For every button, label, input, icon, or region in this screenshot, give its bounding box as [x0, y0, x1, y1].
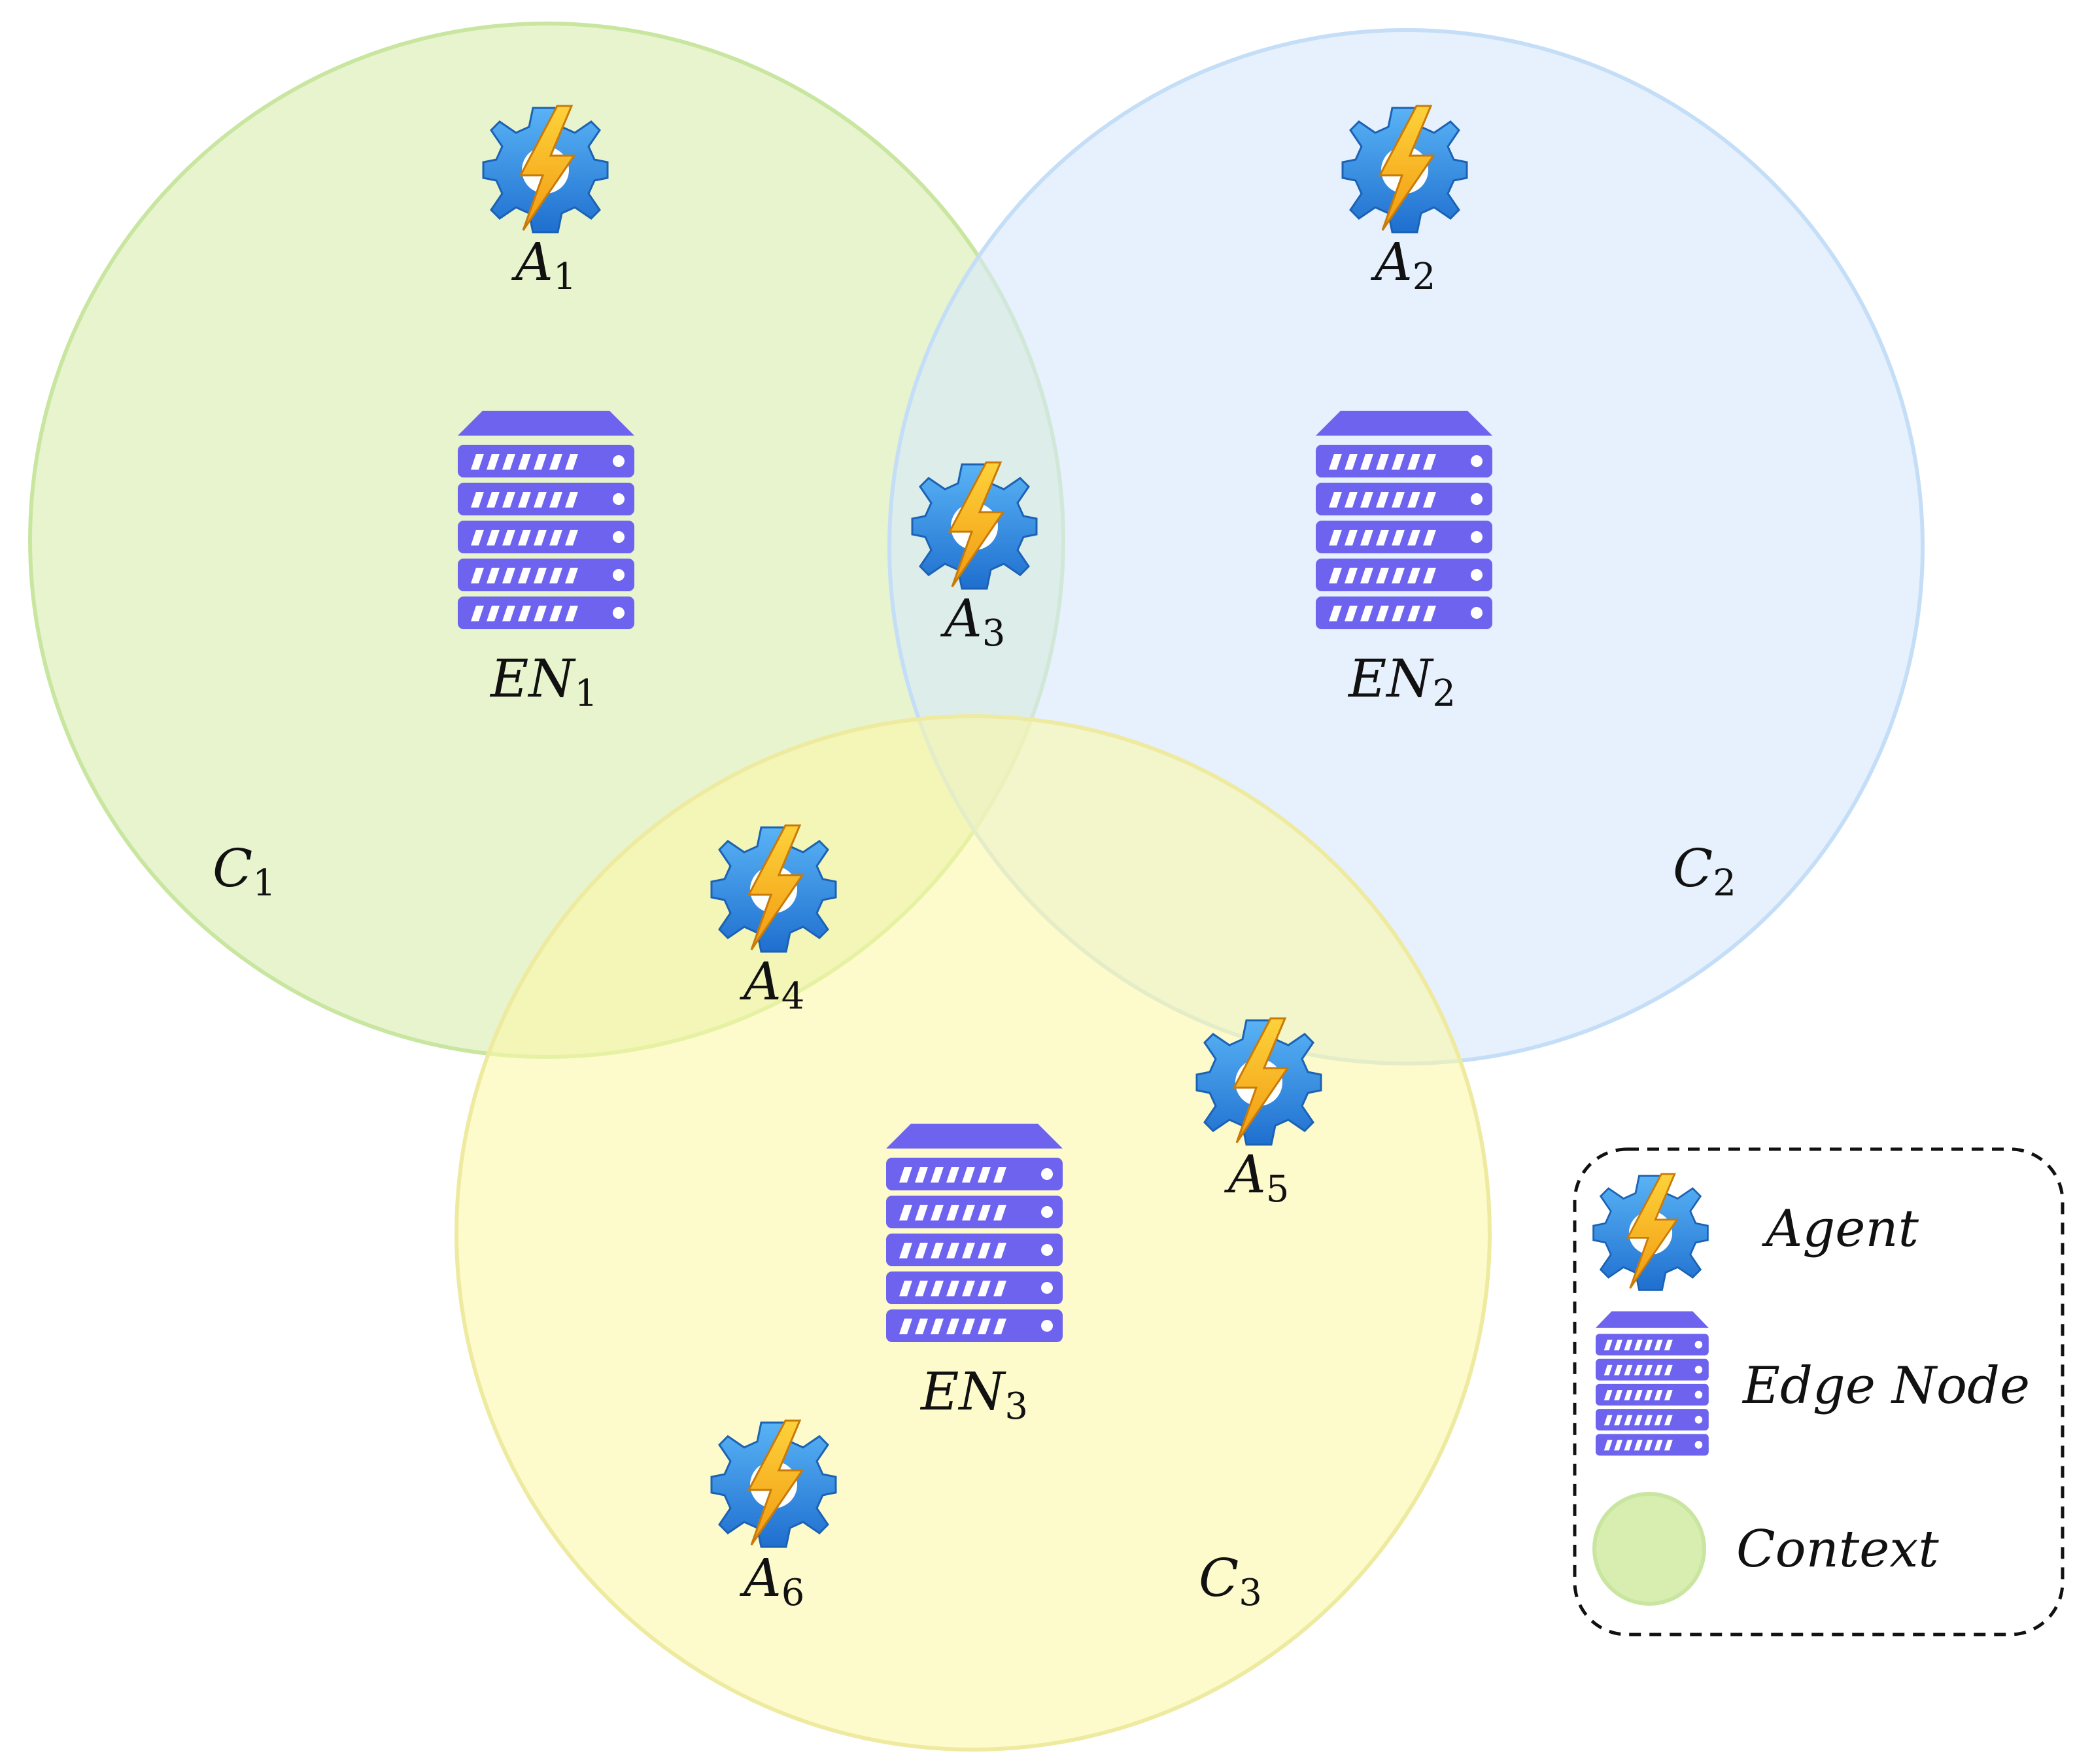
- agent-a6: A6: [710, 1419, 837, 1614]
- gear-bolt-icon: [1592, 1173, 1709, 1291]
- legend-agent-label: Agent: [1762, 1200, 1919, 1258]
- context-label-c3: C3: [1199, 1548, 1262, 1614]
- gear-bolt-icon: [911, 461, 1038, 590]
- gear-bolt-icon: [1195, 1017, 1322, 1146]
- gear-bolt-icon: [710, 824, 837, 953]
- edge-node-label-en3: EN3: [919, 1361, 1028, 1428]
- server-rack-icon: [1596, 1311, 1709, 1455]
- legend-edge-node-label: Edge Node: [1741, 1357, 2030, 1415]
- agent-label-a1: A1: [511, 232, 576, 298]
- agent-a1: A1: [482, 105, 609, 298]
- context-label-c1: C1: [213, 838, 276, 905]
- agent-label-a5: A5: [1224, 1144, 1289, 1211]
- gear-bolt-icon: [1341, 105, 1468, 233]
- edge-node-label-en1: EN1: [489, 648, 598, 715]
- context-circle-icon: [1592, 1492, 1706, 1606]
- gear-bolt-icon: [710, 1419, 837, 1548]
- agent-label-a4: A4: [739, 951, 804, 1018]
- context-circle-c3: [454, 714, 1492, 1752]
- agent-a2: A2: [1341, 105, 1468, 298]
- legend-context-label: Context: [1736, 1520, 1939, 1579]
- agent-a4: A4: [710, 824, 837, 1018]
- legend: Agent Edge Node Context: [1573, 1147, 2065, 1636]
- agent-a3: A3: [911, 461, 1038, 655]
- edge-node-en2: EN2: [1316, 411, 1492, 715]
- context-label-c2: C2: [1673, 838, 1736, 905]
- agent-label-a2: A2: [1370, 232, 1435, 298]
- edge-node-en1: EN1: [458, 411, 634, 715]
- agent-label-a6: A6: [739, 1548, 804, 1614]
- agent-label-a3: A3: [940, 588, 1005, 655]
- edge-node-label-en2: EN2: [1347, 648, 1456, 715]
- legend-border: [1573, 1147, 2065, 1636]
- agent-a5: A5: [1195, 1017, 1322, 1211]
- edge-node-en3: EN3: [886, 1124, 1063, 1428]
- gear-bolt-icon: [482, 105, 609, 233]
